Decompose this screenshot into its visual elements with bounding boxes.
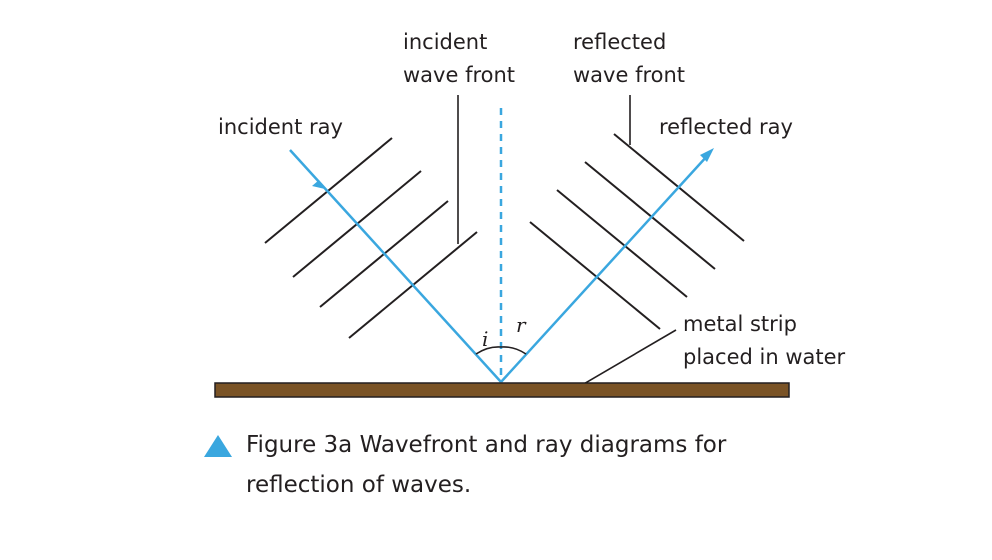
reflected-wave-front-label: reflected wave front [573, 30, 685, 87]
reflected-ray [500, 154, 709, 383]
incident-ray-arrowhead [312, 180, 325, 189]
incident-wave-front-line1: incident [403, 30, 487, 54]
angle-i-arc [475, 346, 502, 355]
metal-strip-line1: metal strip [683, 312, 797, 336]
metal-strip [214, 382, 790, 398]
rays [289, 149, 709, 383]
blue-triangle-icon [204, 435, 232, 457]
incident-wave-front-line2: wave front [403, 63, 515, 87]
incident-ray-label: incident ray [218, 115, 343, 139]
reflected-ray-arrowhead [700, 148, 714, 162]
reflected-wavefront-line [556, 189, 688, 298]
metal-strip-line2: placed in water [683, 345, 846, 369]
reflected-wavefront-line [584, 161, 716, 270]
incident-wave-front-label: incident wave front [403, 30, 515, 87]
angle-i-label: i [482, 327, 488, 351]
reflected-wave-front-line2: wave front [573, 63, 685, 87]
angle-arcs [475, 346, 527, 355]
incident-ray [289, 149, 502, 383]
caption-text: Figure 3a Wavefront and ray diagrams for… [246, 432, 727, 498]
metal-strip-leader [581, 329, 677, 386]
leader-lines [457, 95, 677, 386]
metal-strip-label: metal strip placed in water [683, 312, 846, 369]
reflected-ray-label: reflected ray [659, 115, 793, 139]
angle-r-label: r [516, 313, 527, 337]
reflected-wavefront-line [529, 221, 661, 330]
angle-r-arc [500, 346, 527, 355]
reflected-wave-front-line1: reflected [573, 30, 666, 54]
figure-caption: Figure 3a Wavefront and ray diagrams for… [204, 425, 766, 505]
